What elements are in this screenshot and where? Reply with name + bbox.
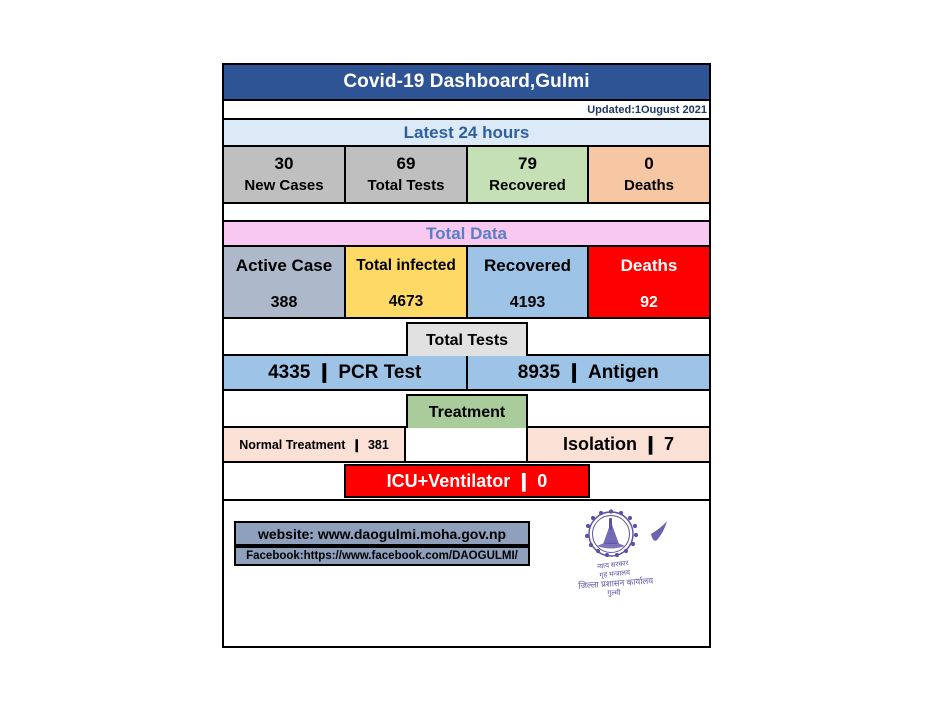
seal-text-line1: न्याय सरकार [597,560,629,571]
latest-stats-row: 30 New Cases 69 Total Tests 79 Recovered… [224,147,709,204]
normal-treatment-label: Normal Treatment [239,437,346,452]
dashboard-title: Covid-19 Dashboard,Gulmi [224,65,709,101]
total-stat-recovered: Recovered 4193 [468,247,589,317]
latest-new-cases-label: New Cases [244,177,324,195]
latest-stat-deaths: 0 Deaths [589,147,709,202]
total-infected-label: Total infected [356,256,456,274]
antigen-value: 8935 [517,361,561,383]
total-stat-active-case: Active Case 388 [224,247,346,317]
footer: website: www.daogulmi.moha.gov.np Facebo… [224,501,709,601]
antigen-label: Antigen [587,361,659,383]
normal-treatment-value: 381 [367,437,389,452]
isolation-label: Isolation [562,434,637,454]
updated-bar: Updated:1Ougust 2021 [224,101,709,120]
antigen-cell: 8935 ❙ Antigen [467,356,709,389]
website-link[interactable]: website: www.daogulmi.moha.gov.np [234,521,530,546]
total-tests-caption-band: Total Tests [224,319,709,358]
seal-text-line4: गुल्मी [607,588,620,597]
spacer-after-latest [224,204,709,220]
isolation-separator: ❙ [642,434,659,454]
section-latest-24-hours: Latest 24 hours [224,120,709,147]
total-stat-total-infected: Total infected 4673 [346,247,468,317]
total-active-case-value: 388 [270,294,298,312]
treatment-caption-band: Treatment [224,391,709,430]
total-stat-deaths: Deaths 92 [589,247,709,317]
total-deaths-label: Deaths [620,255,678,275]
treatment-gap-cell [406,428,528,461]
treatment-detail-row: Normal Treatment ❙ 381 Isolation ❙ 7 [224,428,709,463]
tests-split-row: 4335 ❙ PCR Test 8935 ❙ Antigen [224,356,709,391]
normal-treatment-separator: ❙ [351,438,362,452]
facebook-link[interactable]: Facebook:https://www.facebook.com/DAOGUL… [234,546,530,566]
dashboard-panel: Covid-19 Dashboard,Gulmi Updated:1Ougust… [222,63,711,648]
pcr-test-value: 4335 [268,361,311,383]
isolation-cell: Isolation ❙ 7 [528,428,709,461]
latest-deaths-value: 0 [644,154,654,174]
total-recovered-label: Recovered [484,255,571,275]
latest-total-tests-value: 69 [396,154,416,174]
latest-stat-total-tests: 69 Total Tests [346,147,468,202]
icu-band: ICU+Ventilator ❙ 0 [224,463,709,501]
total-deaths-value: 92 [640,294,658,312]
latest-recovered-value: 79 [518,154,537,174]
normal-treatment-cell: Normal Treatment ❙ 381 [224,428,406,461]
latest-recovered-label: Recovered [489,177,566,195]
latest-total-tests-label: Total Tests [367,177,445,195]
icu-ventilator-cell: ICU+Ventilator ❙ 0 [344,464,590,498]
pcr-separator: ❙ [316,362,333,383]
isolation-value: 7 [664,434,675,454]
antigen-separator: ❙ [566,362,582,383]
seal-text-line3: जिल्ला प्रशासन कार्यालय [578,575,654,590]
latest-deaths-label: Deaths [623,177,675,195]
section-total-data: Total Data [224,220,709,247]
pcr-test-label: PCR Test [338,361,422,383]
total-infected-value: 4673 [388,292,424,310]
updated-text: Updated:1Ougust 2021 [587,103,707,116]
latest-stat-recovered: 79 Recovered [468,147,589,202]
pcr-test-cell: 4335 ❙ PCR Test [224,356,468,389]
seal-text-line2: गृह मन्त्रालय [599,570,631,580]
icu-ventilator-value: 0 [537,470,548,491]
icu-ventilator-label: ICU+Ventilator [386,470,511,491]
latest-new-cases-value: 30 [274,154,294,174]
treatment-caption: Treatment [406,394,528,430]
total-active-case-label: Active Case [235,255,333,275]
total-tests-caption: Total Tests [406,322,528,358]
icu-separator: ❙ [516,470,532,491]
total-recovered-value: 4193 [509,294,546,312]
total-stats-row: Active Case 388 Total infected 4673 Reco… [224,247,709,319]
government-seal-icon: न्याय सरकार गृह मन्त्रालय जिल्ला प्रशासन… [578,509,667,597]
latest-stat-new-cases: 30 New Cases [224,147,346,202]
